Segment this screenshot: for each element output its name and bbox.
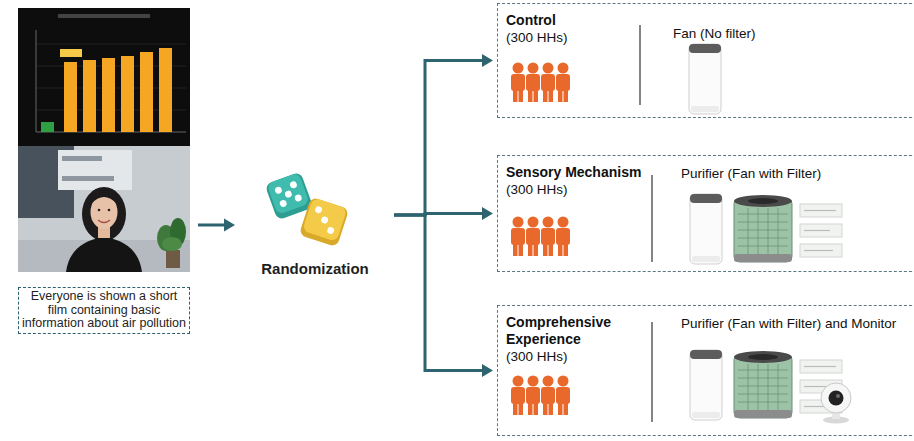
step-label: Randomization	[236, 260, 394, 277]
flow-arrow	[198, 219, 235, 232]
group-box: Control(300 HHs) Fan (No filter)	[497, 3, 914, 118]
group-name: Comprehensive Experience	[506, 314, 648, 348]
arrow-head	[482, 207, 493, 220]
group-size: (300 HHs)	[506, 182, 648, 198]
film-frame	[18, 146, 190, 272]
arrow-head	[482, 54, 493, 67]
group-size: (300 HHs)	[506, 349, 648, 365]
group-name: Control	[506, 12, 648, 29]
connector-line	[394, 61, 484, 216]
monitor-image	[821, 383, 851, 424]
arrow-head	[482, 364, 493, 377]
divider-lines	[640, 25, 652, 422]
connector-line	[394, 215, 484, 371]
film-chart	[18, 8, 190, 146]
purifier-image	[690, 350, 842, 420]
arrow-head	[224, 219, 235, 232]
dice-icon	[265, 172, 350, 248]
group-name: Sensory Mechanism	[506, 164, 648, 181]
connector-line	[198, 224, 226, 227]
flow-arrow	[394, 54, 493, 215]
device-label: Fan (No filter)	[673, 26, 756, 42]
randomization-step: Randomization	[236, 160, 394, 285]
step-caption: Everyone is shown a short film containin…	[18, 287, 190, 334]
device-label: Purifier (Fan with Filter) and Monitor	[681, 316, 896, 332]
group-box: Comprehensive Experience(300 HHs) Purifie…	[497, 305, 914, 436]
people-icon	[511, 63, 570, 103]
device-label: Purifier (Fan with Filter)	[681, 166, 821, 182]
film-step: Everyone is shown a short film containin…	[18, 8, 197, 334]
purifier-image	[690, 194, 842, 264]
people-icon	[511, 217, 570, 257]
people-icon	[511, 376, 570, 416]
fan-image	[689, 44, 721, 114]
group-box: Sensory Mechanism(300 HHs) Purifier (Fan …	[497, 155, 914, 272]
group-size: (300 HHs)	[506, 30, 648, 46]
flow-arrow	[394, 215, 493, 377]
